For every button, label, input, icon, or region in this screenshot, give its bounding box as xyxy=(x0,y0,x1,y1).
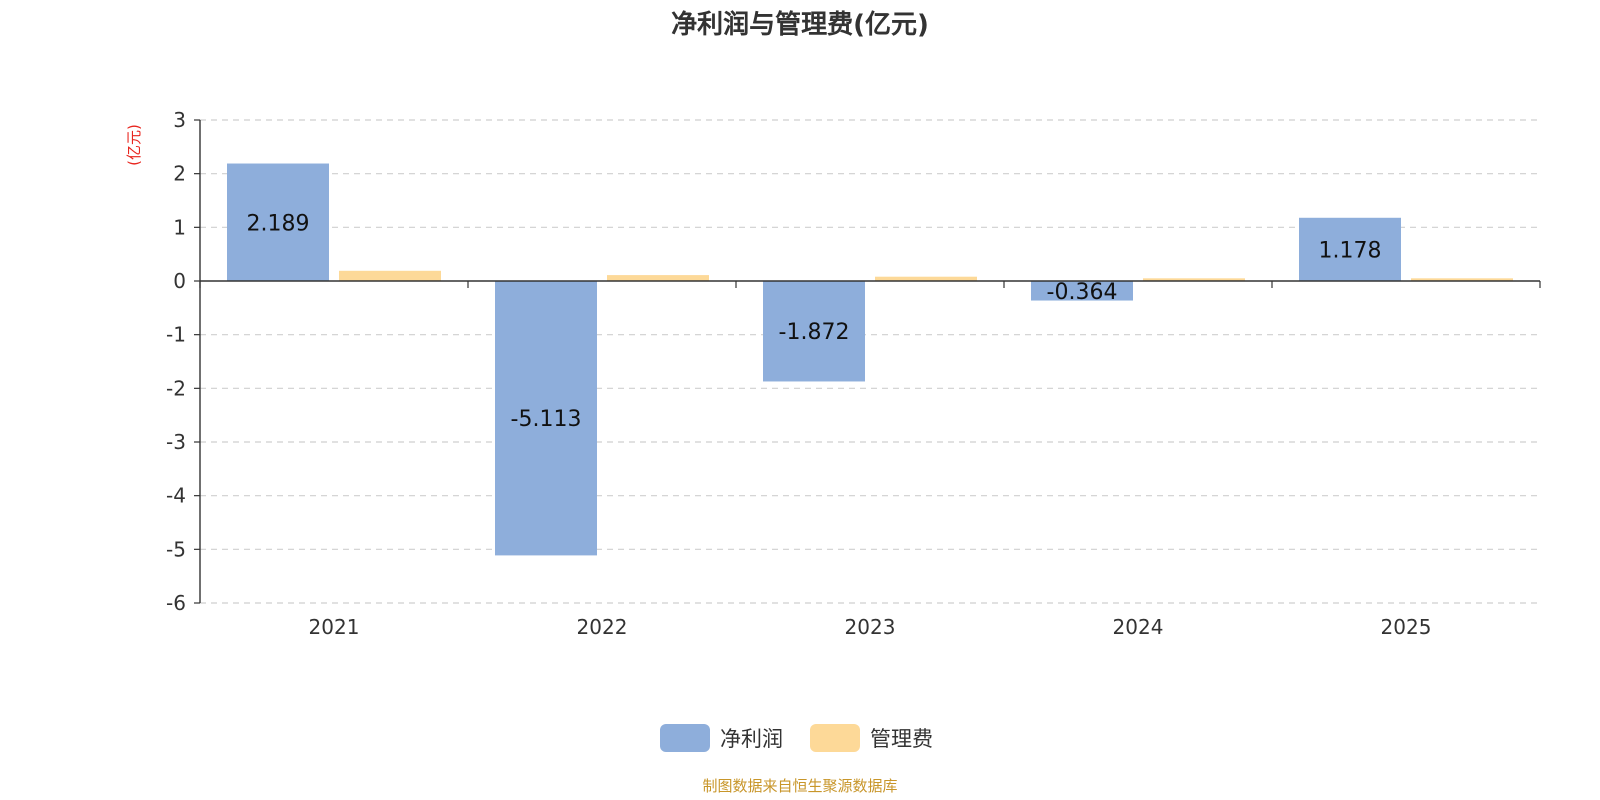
legend-label: 管理费 xyxy=(870,727,933,751)
grid-lines xyxy=(200,119,1540,604)
bar-net-profit-2024 xyxy=(1031,281,1133,301)
chart-title: 净利润与管理费(亿元) xyxy=(671,9,929,40)
legend-swatch xyxy=(660,724,710,752)
y-tick-label: 0 xyxy=(173,269,186,293)
y-tick-label: 1 xyxy=(173,215,186,239)
x-tick-label: 2023 xyxy=(845,615,896,639)
bar-net-profit-2025 xyxy=(1299,217,1401,281)
y-axis-unit-label: (亿元) xyxy=(125,124,143,166)
y-tick-label: -4 xyxy=(166,484,186,508)
y-tick-label: -1 xyxy=(166,323,186,347)
data-label: 2.189 xyxy=(247,211,310,236)
axes: 3 2 1 0 -1 -2 -3 -4 -5 -6 2021 2022 2023 2024 2025 xyxy=(166,108,1541,639)
data-label: -0.364 xyxy=(1047,280,1118,305)
bar-management-fee-2021 xyxy=(339,270,441,281)
legend-label: 净利润 xyxy=(720,727,783,751)
bar-net-profit-2022 xyxy=(495,281,597,556)
legend-swatch xyxy=(810,724,860,752)
x-tick-label: 2021 xyxy=(309,615,360,639)
y-tick-label: -2 xyxy=(166,376,186,400)
bar-management-fee-2023 xyxy=(875,276,977,281)
bar-net-profit-2023 xyxy=(763,281,865,382)
legend: 净利润 管理费 xyxy=(660,724,933,752)
bar-net-profit-2021 xyxy=(227,163,329,281)
bar-management-fee-2025 xyxy=(1411,278,1513,281)
y-tick-label: 3 xyxy=(173,108,186,132)
source-note: 制图数据来自恒生聚源数据库 xyxy=(702,777,897,795)
y-tick-label: -5 xyxy=(166,537,186,561)
y-tick-label: -6 xyxy=(166,591,186,615)
x-tick-label: 2025 xyxy=(1381,615,1432,639)
data-label: -1.872 xyxy=(779,320,850,345)
bars xyxy=(227,163,1513,556)
bar-management-fee-2024 xyxy=(1143,278,1245,281)
bar-management-fee-2022 xyxy=(607,275,709,281)
x-tick-label: 2024 xyxy=(1113,615,1164,639)
y-tick-label: -3 xyxy=(166,430,186,454)
data-label: -5.113 xyxy=(511,407,582,432)
y-tick-label: 2 xyxy=(173,162,186,186)
data-label: 1.178 xyxy=(1319,238,1382,263)
x-tick-label: 2022 xyxy=(577,615,628,639)
data-labels: 2.189 -5.113 -1.872 -0.364 1.178 xyxy=(247,211,1382,432)
